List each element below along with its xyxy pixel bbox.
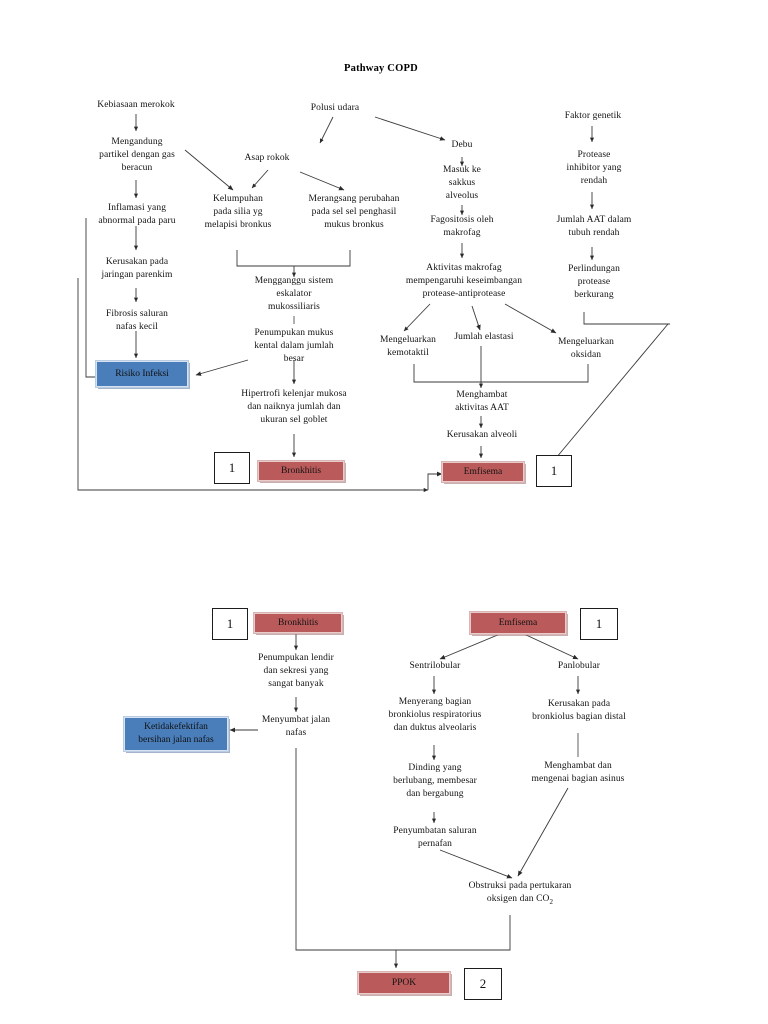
node-jumlah-aat: Jumlah AAT dalam tubuh rendah bbox=[556, 215, 632, 239]
node-menghambat-aat: Menghambat aktivitas AAT bbox=[455, 390, 509, 414]
outcome-ppok[interactable]: PPOK bbox=[357, 971, 451, 995]
node-mengandung-partikel: Mengandung partikel dengan gas beracun bbox=[99, 137, 175, 174]
outcome-bronkhitis-bottom[interactable]: Bronkhitis bbox=[253, 612, 343, 634]
node-penyumbatan-saluran: Penyumbatan saluran pernafan bbox=[393, 826, 477, 850]
outcome-emfisema-top[interactable]: Emfisema bbox=[441, 461, 525, 483]
node-faktor-genetik: Faktor genetik bbox=[564, 111, 622, 121]
node-debu: Debu bbox=[451, 140, 473, 150]
node-mengeluarkan-kemotaktil: Mengeluarkan kemotaktil bbox=[379, 335, 437, 359]
node-obstruksi-subscript: 2 bbox=[549, 898, 554, 906]
diagnosis-ketidakefektifan-bersihan[interactable]: Ketidakefektifan bersihan jalan nafas bbox=[123, 716, 229, 752]
node-kerusakan-alveoli: Kerusakan alveoli bbox=[446, 430, 518, 440]
node-menghambat-asinus: Menghambat dan mengenai bagian asinus bbox=[531, 761, 625, 785]
outcome-emfisema-bottom[interactable]: Emfisema bbox=[469, 611, 567, 635]
node-polusi-udara: Polusi udara bbox=[310, 103, 360, 113]
node-menyumbat-jalan-nafas: Menyumbat jalan nafas bbox=[261, 715, 331, 739]
reference-marker-bronkhitis-top[interactable]: 1 bbox=[214, 452, 250, 484]
reference-marker-bronkhitis-bottom[interactable]: 1 bbox=[212, 608, 248, 640]
reference-marker-emfisema-top[interactable]: 1 bbox=[536, 455, 572, 487]
node-kebiasaan-merokok: Kebiasaan merokok bbox=[97, 100, 175, 110]
node-penumpukan-lendir: Penumpukan lendir dan sekresi yang sanga… bbox=[258, 653, 334, 690]
node-fibrosis-saluran: Fibrosis saluran nafas kecil bbox=[105, 309, 169, 333]
node-asap-rokok: Asap rokok bbox=[244, 153, 290, 163]
node-merangsang-perubahan: Merangsang perubahan pada sel sel pengha… bbox=[308, 194, 400, 231]
node-kerusakan-parenkim: Kerusakan pada jaringan parenkim bbox=[101, 257, 173, 281]
reference-marker-ppok[interactable]: 2 bbox=[464, 968, 502, 1000]
node-mengeluarkan-oksidan: Mengeluarkan oksidan bbox=[557, 337, 615, 361]
page-title: Pathway COPD bbox=[344, 63, 418, 74]
reference-marker-emfisema-bottom[interactable]: 1 bbox=[580, 608, 618, 640]
node-protease-inhibitor: Protease inhibitor yang rendah bbox=[566, 150, 622, 187]
node-menyerang-bagian: Menyerang bagian bronkiolus respiratoriu… bbox=[388, 697, 482, 734]
outcome-bronkhitis-top[interactable]: Bronkhitis bbox=[257, 460, 345, 482]
node-kerusakan-bronkiolus: Kerusakan pada bronkiolus bagian distal bbox=[532, 699, 626, 723]
node-obstruksi-pertukaran-text: Obstruksi pada pertukaran oksigen dan CO bbox=[468, 881, 572, 905]
node-perlindungan-protease: Perlindungan protease berkurang bbox=[568, 264, 620, 301]
node-panlobular: Panlobular bbox=[557, 661, 601, 671]
node-mengganggu-eskalator: Mengganggu sistem eskalator mukossiliari… bbox=[254, 276, 334, 313]
node-penumpukan-mukus: Penumpukan mukus kental dalam jumlah bes… bbox=[254, 328, 334, 365]
node-aktivitas-makrofag: Aktivitas makrofag mempengaruhi keseimba… bbox=[405, 263, 523, 300]
node-sentrilobular: Sentrilobular bbox=[409, 661, 461, 671]
node-fagositosis-makrofag: Fagositosis oleh makrofag bbox=[430, 215, 494, 239]
node-hipertrofi-kelenjar: Hipertrofi kelenjar mukosa dan naiknya j… bbox=[241, 389, 347, 426]
node-kelumpuhan-silia: Kelumpuhan pada silia yg melapisi bronku… bbox=[204, 194, 272, 231]
diagnosis-risiko-infeksi[interactable]: Risiko Infeksi bbox=[95, 360, 189, 388]
node-inflamasi-abnormal: Inflamasi yang abnormal pada paru bbox=[98, 203, 176, 227]
node-jumlah-elastasi: Jumlah elastasi bbox=[454, 332, 514, 342]
node-masuk-sakkus: Masuk ke sakkus alveolus bbox=[442, 165, 481, 202]
node-dinding-berlubang: Dinding yang berlubang, membesar dan ber… bbox=[393, 763, 477, 800]
node-obstruksi-pertukaran: Obstruksi pada pertukaran oksigen dan CO… bbox=[440, 880, 600, 908]
